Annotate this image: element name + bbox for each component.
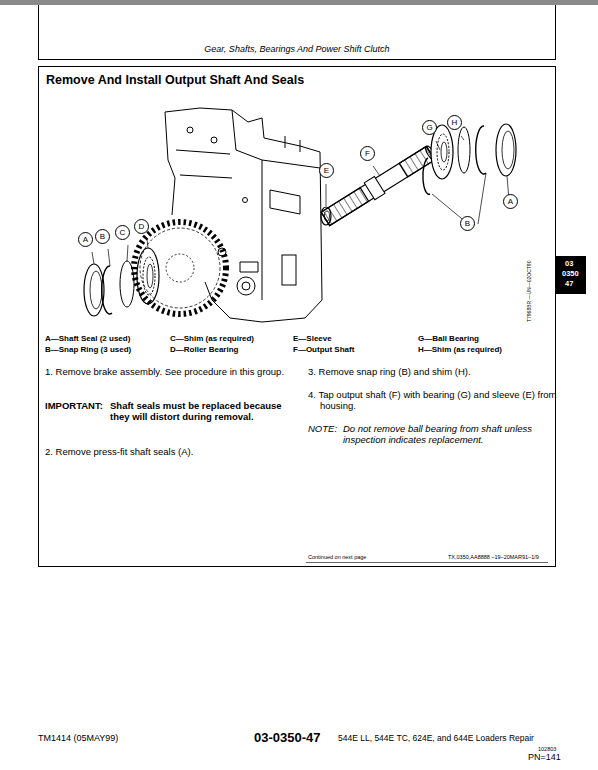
manual-title: 544E LL, 544E TC, 624E, and 644E Loaders…: [338, 733, 534, 743]
section-tab-text: 03: [565, 259, 573, 268]
important-text: Shaft seals must be replaced because the…: [110, 400, 288, 423]
part-key: B—Snap Ring (3 used): [45, 345, 131, 355]
callout-letter: A: [78, 232, 93, 247]
page-number: 03-0350-47: [254, 730, 321, 746]
section-tab-text: 47: [565, 279, 573, 288]
top-bar: [0, 0, 598, 5]
callout-letter: H: [447, 115, 462, 130]
procedure-step: 1. Remove brake assembly. See procedure …: [45, 366, 297, 377]
leader-lines: [92, 136, 509, 266]
callout-letter: G: [422, 120, 437, 135]
running-header: Gear, Shafts, Bearings And Power Shift C…: [40, 44, 554, 55]
date-code: 102803: [538, 746, 556, 753]
part-key: D—Roller Bearing: [170, 345, 238, 355]
note-label: NOTE:: [308, 423, 337, 434]
part-key: E—Sleeve: [293, 334, 332, 344]
callout-letter: C: [115, 225, 130, 240]
figure-id: T7968BR —UN—02OCT90: [526, 261, 532, 322]
callout-letter: B: [95, 229, 110, 244]
procedure-step: 2. Remove press-fit shaft seals (A).: [45, 446, 297, 457]
output-shaft: [320, 143, 438, 227]
part-key: G—Ball Bearing: [418, 334, 479, 344]
sleeve: [321, 207, 331, 225]
continued-note: Continued on next page: [308, 554, 366, 561]
callout-letter: A: [503, 194, 518, 209]
part-key: F—Output Shaft: [293, 345, 354, 355]
callout-letter: F: [360, 146, 375, 161]
callout-letter: E: [319, 163, 334, 178]
left-seal-set: [84, 248, 159, 316]
right-seal-set: [423, 124, 516, 194]
transmission-housing: [165, 108, 322, 322]
part-key: H—Shim (as required): [418, 345, 502, 355]
section-tab-text: 0350: [562, 269, 579, 278]
manual-id: TM1414 (05MAY99): [38, 733, 118, 744]
section-tab: [556, 256, 586, 294]
note-text: Do not remove ball bearing from shaft un…: [343, 423, 548, 446]
page-code: PN=141: [528, 752, 561, 763]
section-title: Remove And Install Output Shaft And Seal…: [46, 73, 546, 88]
callout-letter: B: [460, 216, 475, 231]
important-label: IMPORTANT:: [45, 400, 103, 411]
document-code: TX,0350,AA8888 –19–20MAR91–1/9: [448, 554, 539, 561]
part-key: C—Shim (as required): [170, 334, 254, 344]
part-key: A—Shaft Seal (2 used): [45, 334, 130, 344]
content-frame: [39, 67, 556, 567]
gear: [134, 222, 226, 314]
procedure-step: 3. Remove snap ring (B) and shim (H).: [308, 366, 560, 377]
procedure-step: 4. Tap output shaft (F) with bearing (G)…: [308, 389, 564, 412]
callout-letter: D: [134, 219, 149, 234]
